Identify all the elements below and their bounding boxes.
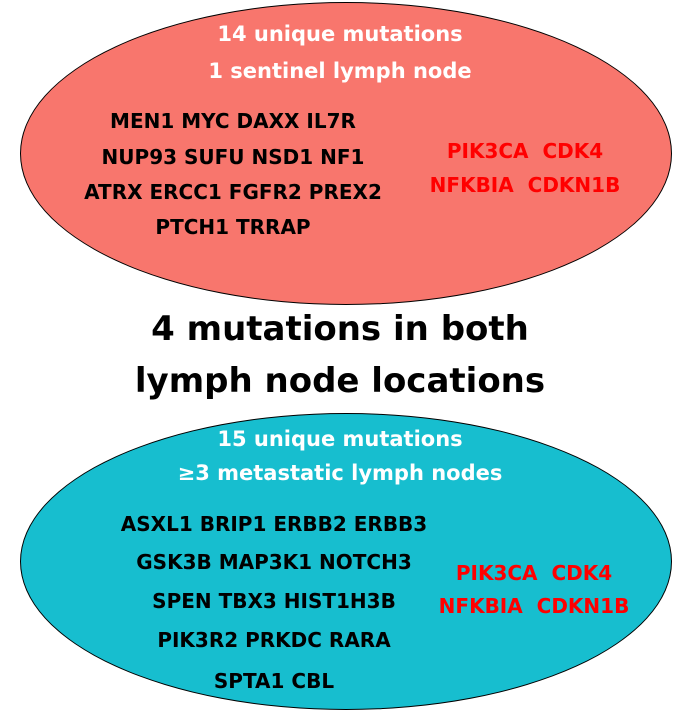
metastatic-gene-line: SPTA1 CBL: [213, 669, 335, 693]
metastatic-nodes-label: ≥3 metastatic lymph nodes: [177, 461, 503, 485]
sentinel-gene-line: NUP93 SUFU NSD1 NF1: [101, 145, 365, 169]
metastatic-unique-count-label: 15 unique mutations: [217, 427, 463, 451]
sentinel-gene-line: ATRX ERCC1 FGFR2 PREX2: [84, 180, 382, 204]
metastatic-gene-line: ASXL1 BRIP1 ERBB2 ERBB3: [120, 512, 428, 536]
metastatic-gene-line: GSK3B MAP3K1 NOTCH3: [136, 550, 412, 574]
overlap-caption-line: lymph node locations: [134, 361, 546, 401]
sentinel-shared-gene-line: NFKBIA CDKN1B: [429, 173, 621, 197]
metastatic-gene-line: SPEN TBX3 HIST1H3B: [152, 589, 396, 613]
metastatic-shared-gene-line: NFKBIA CDKN1B: [438, 594, 630, 618]
metastatic-gene-line: PIK3R2 PRKDC RARA: [157, 628, 391, 652]
sentinel-gene-line: PTCH1 TRRAP: [155, 215, 311, 239]
sentinel-node-ellipse: [20, 2, 672, 305]
sentinel-gene-line: MEN1 MYC DAXX IL7R: [110, 109, 356, 133]
sentinel-unique-count-label: 14 unique mutations: [217, 22, 463, 46]
sentinel-node-label: 1 sentinel lymph node: [208, 59, 472, 83]
metastatic-nodes-ellipse: [20, 413, 672, 710]
metastatic-shared-gene-line: PIK3CA CDK4: [455, 561, 613, 585]
sentinel-shared-gene-line: PIK3CA CDK4: [446, 139, 604, 163]
overlap-caption-line: 4 mutations in both: [151, 309, 529, 349]
